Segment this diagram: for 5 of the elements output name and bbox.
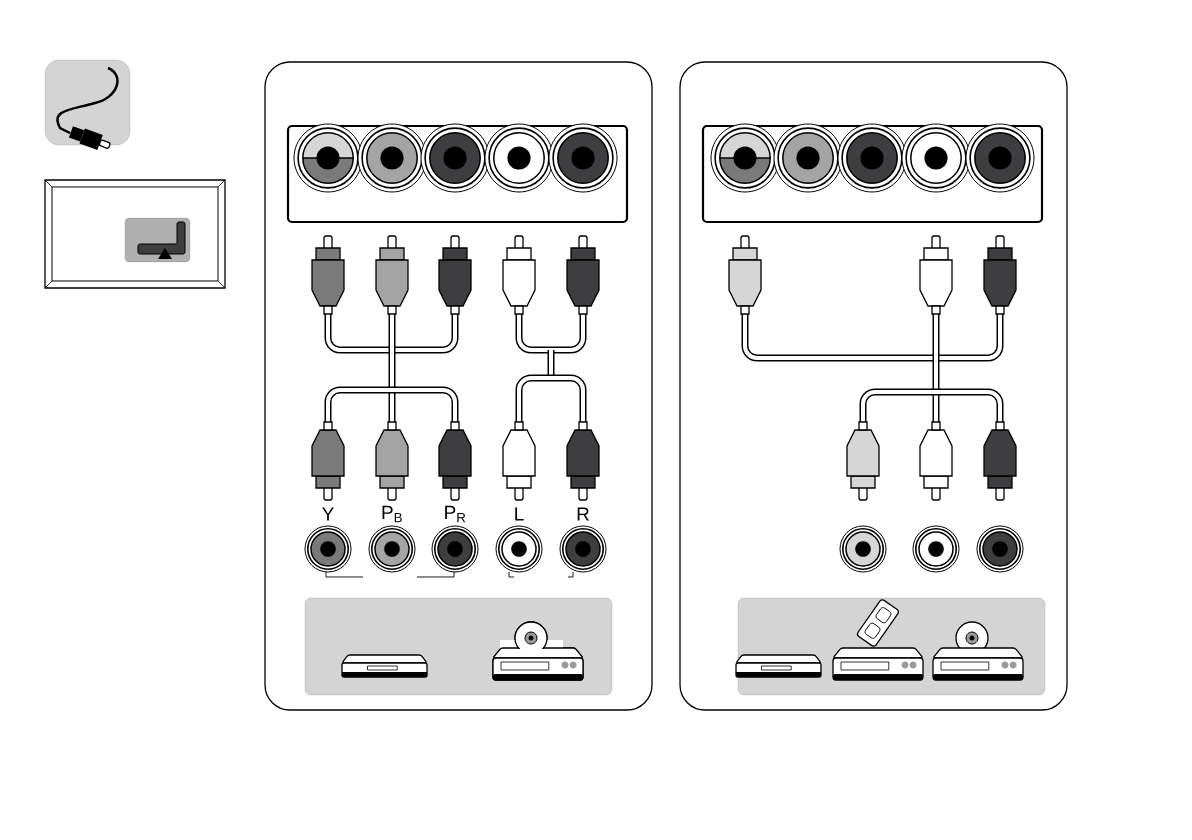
jack-label: P$_{B}$	[382, 505, 402, 523]
jack-label: Y	[322, 507, 334, 521]
jack-label: P$_{R}$	[445, 505, 466, 523]
jack-label: R	[577, 507, 589, 521]
jack-label: L	[515, 507, 524, 521]
